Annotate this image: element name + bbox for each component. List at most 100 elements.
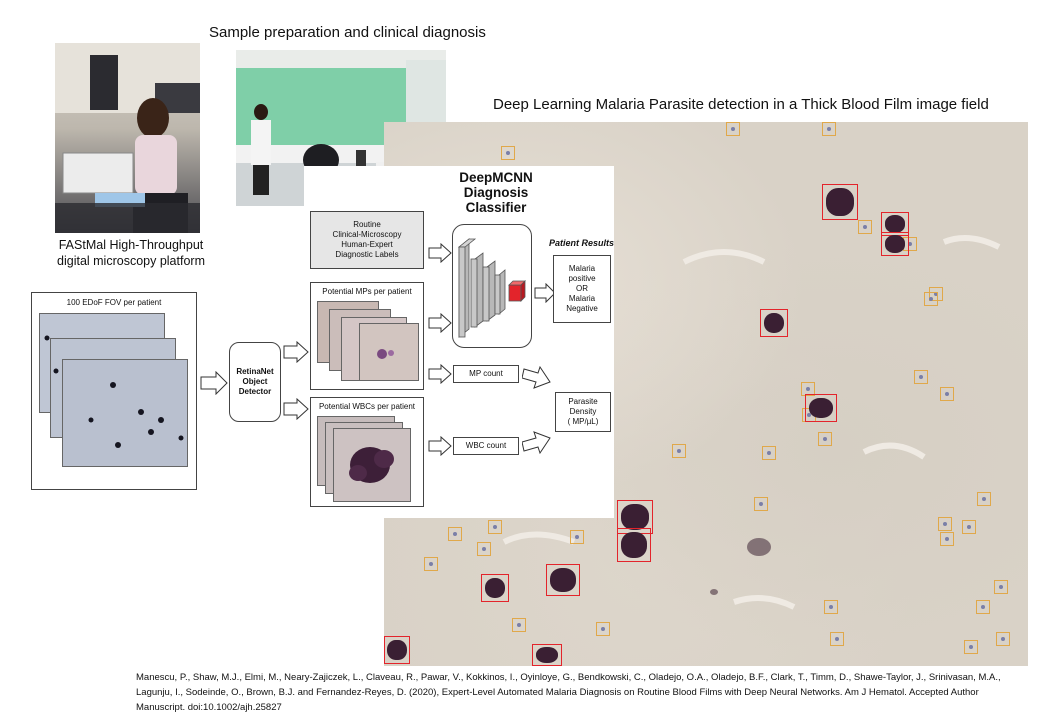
parasite-detection: [754, 497, 768, 511]
density-line2: Density: [569, 407, 597, 416]
deep-learning-title: Deep Learning Malaria Parasite detection…: [493, 96, 989, 113]
fov-label: 100 EDoF FOV per patient: [66, 298, 162, 307]
retinanet-line3: Detector: [238, 387, 272, 396]
parasite-detection: [596, 622, 610, 636]
retinanet-line2: Object: [242, 377, 268, 386]
parasite-detection: [501, 146, 515, 160]
parasite-detection: [940, 387, 954, 401]
network-box: [452, 224, 532, 348]
classifier-line2: Diagnosis: [463, 185, 529, 200]
routine-line4: Diagnostic Labels: [335, 250, 399, 259]
fov-tile-3: [62, 359, 188, 467]
arrow-wbccount-to-density: [522, 431, 551, 455]
parasite-detection: [424, 557, 438, 571]
result-line4: Malaria: [568, 294, 596, 303]
parasite-detection: [448, 527, 462, 541]
classifier-title: DeepMCNN Diagnosis Classifier: [448, 170, 544, 215]
routine-line3: Human-Expert: [341, 240, 393, 249]
retinanet-box: RetinaNet Object Detector: [229, 342, 281, 422]
classifier-line1: DeepMCNN: [459, 170, 533, 185]
fov-panel: 100 EDoF FOV per patient: [31, 292, 197, 490]
parasite-detection: [488, 520, 502, 534]
routine-line1: Routine: [353, 220, 381, 229]
wbc-count-box: WBC count: [453, 437, 519, 455]
parasite-detection: [964, 640, 978, 654]
wbc-count-label: WBC count: [465, 441, 507, 450]
parasite-detection: [824, 600, 838, 614]
mp-tile-4: [359, 323, 419, 381]
result-line5: Negative: [566, 304, 598, 313]
density-line3: ( MP/µL): [567, 417, 599, 426]
parasite-detection: [924, 292, 938, 306]
arrow-wbcs-to-wbccount: [428, 436, 452, 456]
arrow-to-result: [534, 283, 556, 303]
fastmal-caption: FAStMal High-Throughput digital microsco…: [46, 237, 216, 269]
parasite-detection: [940, 532, 954, 546]
result-line1: Malaria: [568, 264, 596, 273]
parasite-detection: [570, 530, 584, 544]
parasite-detection: [976, 600, 990, 614]
parasite-detection: [929, 287, 943, 301]
fastmal-caption-line2: digital microscopy platform: [57, 254, 205, 268]
density-line1: Parasite: [568, 397, 598, 406]
parasite-detection: [822, 122, 836, 136]
density-box: Parasite Density ( MP/µL): [555, 392, 611, 432]
wbc-detection: [384, 636, 410, 664]
parasite-detection: [830, 632, 844, 646]
fov-cells: [88, 382, 184, 448]
parasite-detection: [938, 517, 952, 531]
mps-box: Potential MPs per patient: [310, 282, 424, 390]
result-line3: OR: [576, 284, 588, 293]
arrow-mps-to-classifier: [428, 313, 452, 333]
parasite-detection: [994, 580, 1008, 594]
citation-text: Manescu, P., Shaw, M.J., Elmi, M., Neary…: [136, 672, 1001, 713]
parasite-detection: [726, 122, 740, 136]
arrow-to-retinanet: [200, 371, 228, 395]
wbc-detection: [532, 644, 562, 666]
sample-prep-title: Sample preparation and clinical diagnosi…: [209, 24, 486, 41]
wbcs-box: Potential WBCs per patient: [310, 397, 424, 507]
parasite-detection: [914, 370, 928, 384]
fov-back-dots: [44, 335, 59, 374]
wbc-detection: [481, 574, 509, 602]
arrow-mps-to-mpcount: [428, 364, 452, 384]
classifier-line3: Classifier: [465, 200, 527, 215]
arrow-to-wbcs: [283, 398, 309, 420]
wbc-detection: [760, 309, 788, 337]
blood-film-texture: [423, 175, 1001, 610]
parasite-detection: [996, 632, 1010, 646]
arrow-to-mps: [283, 341, 309, 363]
wbcs-label: Potential WBCs per patient: [318, 402, 416, 411]
parasite-detection: [672, 444, 686, 458]
fastmal-photo-illustration: [55, 43, 200, 233]
wbc-detection: [805, 394, 837, 422]
routine-line2: Clinical-Microscopy: [332, 230, 402, 239]
mp-cell-front: [377, 349, 394, 359]
parasite-detection: [512, 618, 526, 632]
wbc-cell: [349, 447, 394, 483]
retinanet-line1: RetinaNet: [236, 367, 274, 376]
wbc-tile-3: [333, 428, 411, 502]
parasite-detection: [858, 220, 872, 234]
arrow-mpcount-to-density: [522, 365, 551, 389]
result-box: Malaria positive OR Malaria Negative: [553, 255, 611, 323]
mp-count-box: MP count: [453, 365, 519, 383]
fastmal-photo: [55, 43, 200, 233]
parasite-detection: [762, 446, 776, 460]
patient-results-label: Patient Results: [549, 238, 615, 248]
network-layers: [457, 238, 526, 338]
fastmal-caption-line1: FAStMal High-Throughput: [58, 238, 204, 252]
wbc-detection: [881, 232, 909, 256]
wbc-detection: [822, 184, 858, 220]
wbc-detection: [617, 528, 651, 562]
wbc-detection: [546, 564, 580, 596]
parasite-detection: [818, 432, 832, 446]
routine-labels-box: Routine Clinical-Microscopy Human-Expert…: [310, 211, 424, 269]
mp-count-label: MP count: [469, 369, 503, 378]
mps-label: Potential MPs per patient: [322, 287, 412, 296]
arrow-routine-to-classifier: [428, 243, 452, 263]
parasite-detection: [801, 382, 815, 396]
parasite-detection: [977, 492, 991, 506]
result-line2: positive: [568, 274, 596, 283]
parasite-detection: [477, 542, 491, 556]
